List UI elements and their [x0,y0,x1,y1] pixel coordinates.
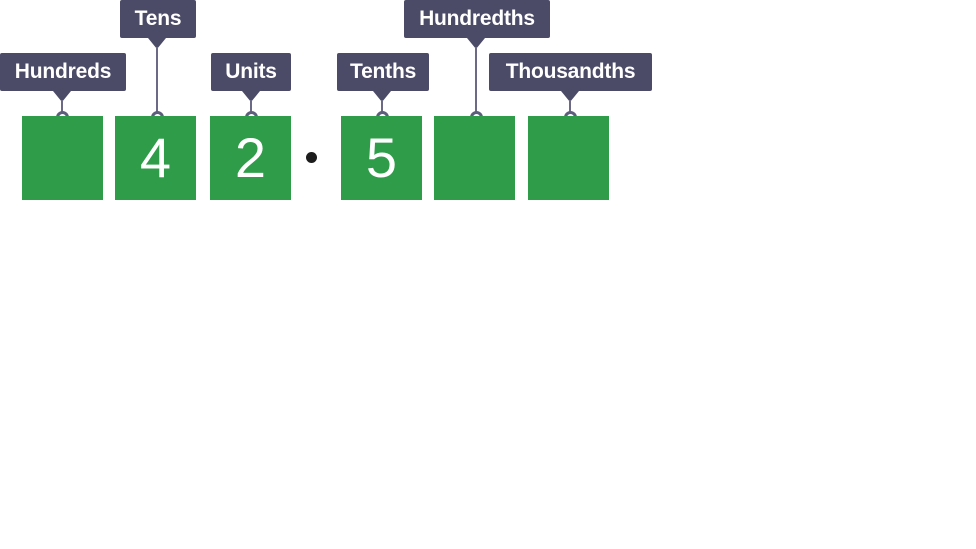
place-value-label-units-text: Units [225,60,277,83]
place-value-label-thousandths[interactable]: Thousandths [489,53,652,91]
place-value-label-tens-text: Tens [134,7,182,30]
place-value-label-tenths[interactable]: Tenths [337,53,429,91]
place-value-digit-thousandths [528,116,609,200]
place-value-tile-units[interactable]: 2 [210,116,291,200]
place-value-tile-hundreds[interactable] [22,116,103,200]
connector-stem-thousandths [569,100,571,118]
callout-tail-thousandths-icon [561,91,579,102]
place-value-label-hundredths[interactable]: Hundredths [404,0,550,38]
place-value-label-tenths-text: Tenths [350,60,417,83]
place-value-tile-tenths[interactable]: 5 [341,116,422,200]
place-value-digit-tenths: 5 [365,126,398,189]
place-value-label-tens[interactable]: Tens [120,0,196,38]
place-value-tile-tens[interactable]: 4 [115,116,196,200]
place-value-digit-hundreds [22,116,103,200]
place-value-label-hundreds[interactable]: Hundreds [0,53,126,91]
connector-stem-hundreds [61,100,63,118]
place-value-tile-hundredths[interactable] [434,116,515,200]
callout-tail-tens-icon [148,38,166,49]
place-value-label-hundredths-text: Hundredths [419,7,535,30]
place-value-label-hundreds-text: Hundreds [14,60,112,83]
connector-stem-units [250,100,252,118]
decimal-point [306,152,317,163]
place-value-digit-hundredths [434,116,515,200]
connector-stem-hundredths [475,47,477,118]
place-value-digit-units: 2 [234,126,267,189]
callout-tail-hundredths-icon [467,38,485,49]
place-value-label-thousandths-text: Thousandths [505,60,636,83]
place-value-digit-tens: 4 [139,126,172,189]
callout-tail-tenths-icon [373,91,391,102]
place-value-label-units[interactable]: Units [211,53,291,91]
connector-stem-tens [156,47,158,118]
place-value-tile-thousandths[interactable] [528,116,609,200]
connector-stem-tenths [381,100,383,118]
callout-tail-hundreds-icon [53,91,71,102]
callout-tail-units-icon [242,91,260,102]
